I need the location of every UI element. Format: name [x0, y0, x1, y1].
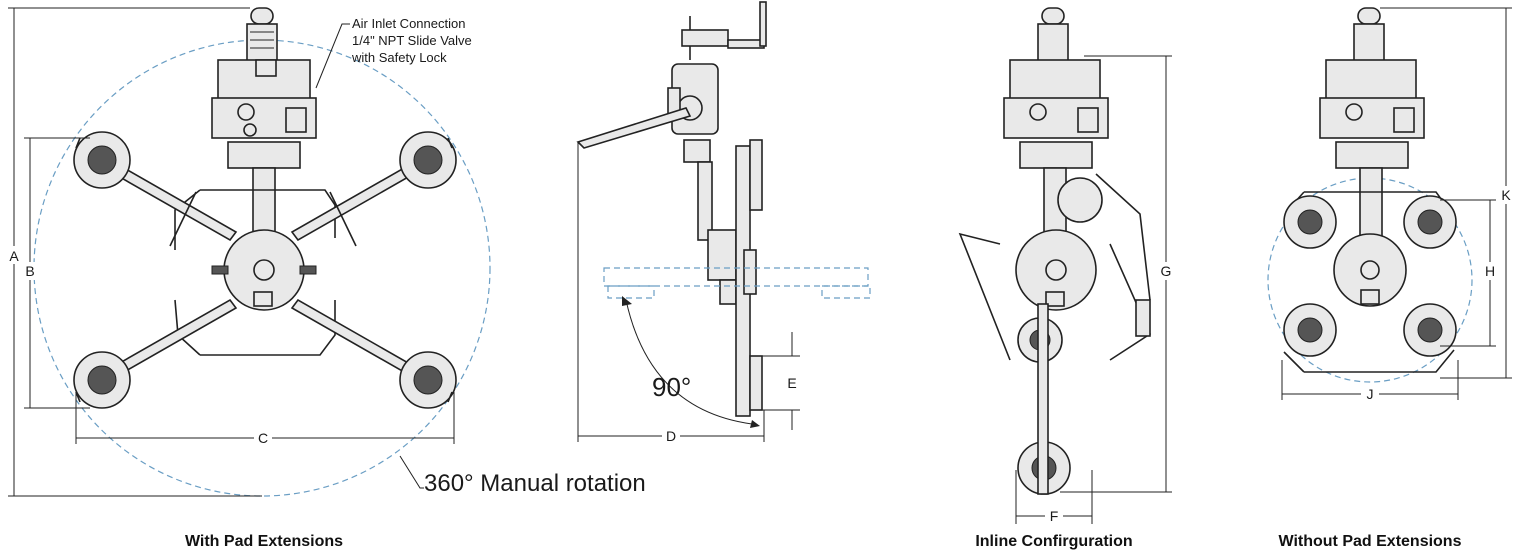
pad-frame [174, 189, 336, 356]
dimension-label-g: G [1161, 263, 1172, 279]
dimension-e: E [760, 332, 800, 430]
dimension-label-b: B [25, 263, 34, 279]
vacuum-pads [73, 131, 457, 409]
dimension-label-j: J [1367, 386, 1374, 402]
rotation-circle-compact [1267, 177, 1473, 383]
dimension-h: H [1440, 199, 1499, 347]
dimension-c: C [75, 392, 455, 446]
view-side: 90° D E [576, 1, 871, 444]
air-inlet-text-1: Air Inlet Connection [352, 16, 465, 31]
dimension-k: K [1380, 7, 1515, 379]
dimension-label-d: D [666, 428, 676, 444]
dimension-label-c: C [258, 430, 268, 446]
view-with-pad-extensions: A B C Air Inlet Connection 1/4" NPT Slid… [4, 7, 646, 550]
rotation-arc [625, 299, 753, 425]
view-without-pad-extensions: K H J Without Pad Extensions [1267, 7, 1515, 550]
caption-inline-configuration: Inline Confirguration [975, 533, 1132, 550]
air-inlet-text-3: with Safety Lock [351, 50, 447, 65]
dimension-f: F [1015, 470, 1093, 524]
rotation-callout: 360° Manual rotation [399, 455, 646, 497]
pad-extension-arms [102, 158, 426, 382]
dimension-g: G [1060, 55, 1175, 493]
lifting-hook [246, 7, 278, 63]
control-head [211, 59, 317, 169]
caption-with-pad-extensions: With Pad Extensions [185, 533, 343, 550]
angle-text: 90° [652, 372, 691, 402]
view-inline-configuration: G F Inline Confirguration [958, 7, 1175, 550]
air-inlet-text-2: 1/4" NPT Slide Valve [352, 33, 472, 48]
dimension-d: D [577, 142, 765, 444]
dimension-a: A [4, 7, 262, 497]
air-inlet-callout: Air Inlet Connection 1/4" NPT Slide Valv… [315, 16, 472, 89]
dimension-label-h: H [1485, 263, 1495, 279]
dimension-b: B [20, 137, 90, 409]
dimension-label-f: F [1050, 508, 1059, 524]
dimension-j: J [1281, 360, 1459, 402]
rotation-text: 360° Manual rotation [424, 470, 646, 497]
dimension-label-e: E [787, 375, 796, 391]
dimension-label-k: K [1501, 187, 1511, 203]
horizontal-position-outline [603, 267, 871, 299]
caption-without-pad-extensions: Without Pad Extensions [1279, 533, 1462, 550]
dimension-label-a: A [9, 248, 19, 264]
